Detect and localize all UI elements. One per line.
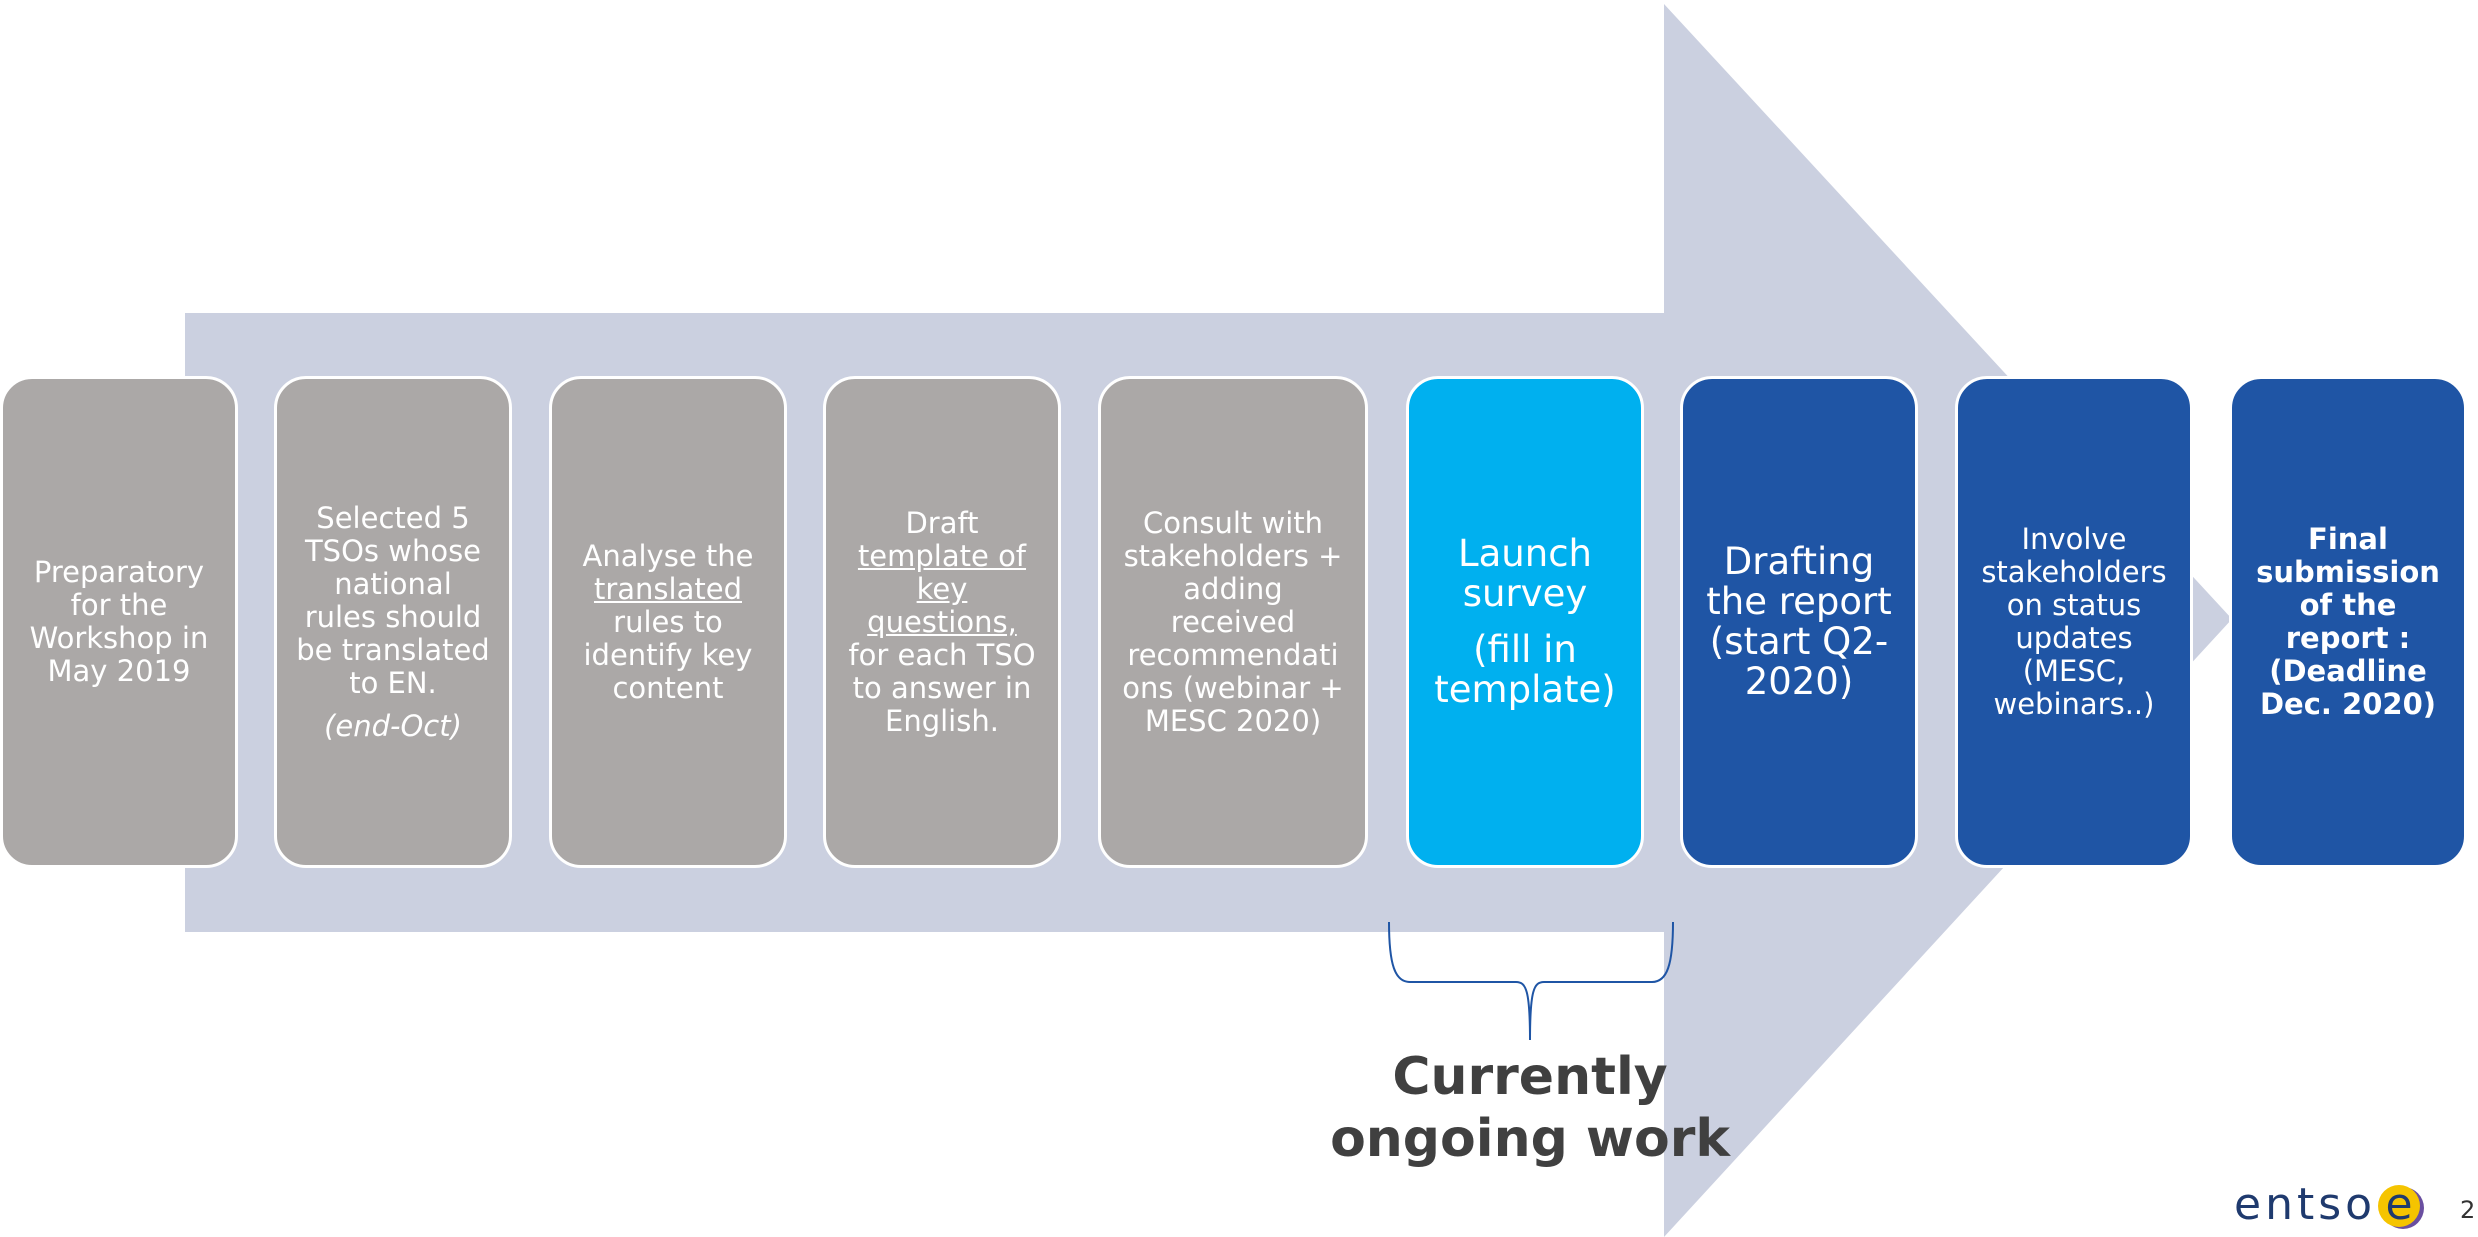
step-line: the report [1706,580,1892,623]
step-draft-template: Draft template of key questions, for eac… [823,376,1061,868]
page-number: 2 [2460,1196,2476,1224]
caption-line-1: Currently [1392,1047,1668,1107]
step-line: 2020) [1744,660,1854,703]
step-line: TSOs whose [304,533,482,568]
step-line: webinars..) [1993,687,2155,721]
step-line: (fill in [1473,628,1577,671]
step-line: questions, [867,604,1017,639]
step-analyse-rules: Analyse the translated rules to identify… [549,376,787,868]
step-line: ons (webinar + [1122,670,1344,705]
step-line: of the [2299,588,2397,622]
step-launch-survey: Launch survey (fill in template) [1406,376,1644,868]
step-line: MESC 2020) [1144,703,1322,738]
step-line: Workshop in [29,621,209,655]
step-line: Consult with [1142,505,1324,540]
step-final-submission: Final submission of the report : (Deadli… [2229,376,2467,868]
step-line: (Deadline [2269,654,2427,688]
step-line: stakeholders [1981,555,2167,589]
step-line: received [1170,604,1296,639]
step-line: updates [2015,621,2133,655]
step-deadline-note: (end-Oct) [324,708,462,743]
step-line: Involve [2021,522,2127,556]
step-line: Analyse the [582,538,754,573]
step-line: translated [593,571,742,606]
step-involve-stakeholders: Involve stakeholders on status updates (… [1955,376,2193,868]
step-line: adding [1183,571,1283,606]
step-line: for each TSO [848,637,1036,672]
logo-text: entso [2234,1179,2377,1230]
step-drafting-report: Drafting the report (start Q2- 2020) [1680,376,1918,868]
step-line: template of [857,538,1027,573]
step-consult-stakeholders: Consult with stakeholders + adding recei… [1098,376,1368,868]
step-line: to answer in [852,670,1032,705]
step-line: Final [2308,522,2388,556]
step-line: submission [2256,555,2440,589]
step-line: Selected 5 [316,500,470,535]
step-line: content [612,670,724,705]
step-line: Dec. 2020) [2259,687,2436,721]
logo-e-icon: e [2378,1183,2421,1227]
step-line: to EN. [349,665,437,700]
step-line: Preparatory [33,555,205,589]
step-line: Drafting [1723,540,1875,583]
step-line: for the [70,588,168,622]
ongoing-work-caption: Currently ongoing work [1330,1046,1730,1170]
step-line: (start Q2- [1709,620,1889,663]
step-line: on status [2006,588,2142,622]
step-line: rules to [613,604,723,639]
step-line: English. [885,703,999,738]
step-select-tsos: Selected 5 TSOs whose national rules sho… [274,376,512,868]
step-line: May 2019 [47,654,191,688]
step-line: rules should [304,599,482,634]
step-line: recommendati [1127,637,1339,672]
step-line: national [334,566,452,601]
step-line: be translated [296,632,490,667]
step-line: template) [1434,668,1616,711]
step-line: stakeholders + [1123,538,1343,573]
step-line: Launch [1458,532,1592,575]
step-line: Draft [905,505,979,540]
step-preparatory-workshop: Preparatory for the Workshop in May 2019 [0,376,238,868]
step-line: survey [1462,572,1588,615]
step-line: identify key [583,637,753,672]
step-line: key [916,571,968,606]
step-line: report : [2285,621,2411,655]
step-line: (MESC, [2022,654,2126,688]
caption-line-2: ongoing work [1330,1109,1730,1169]
